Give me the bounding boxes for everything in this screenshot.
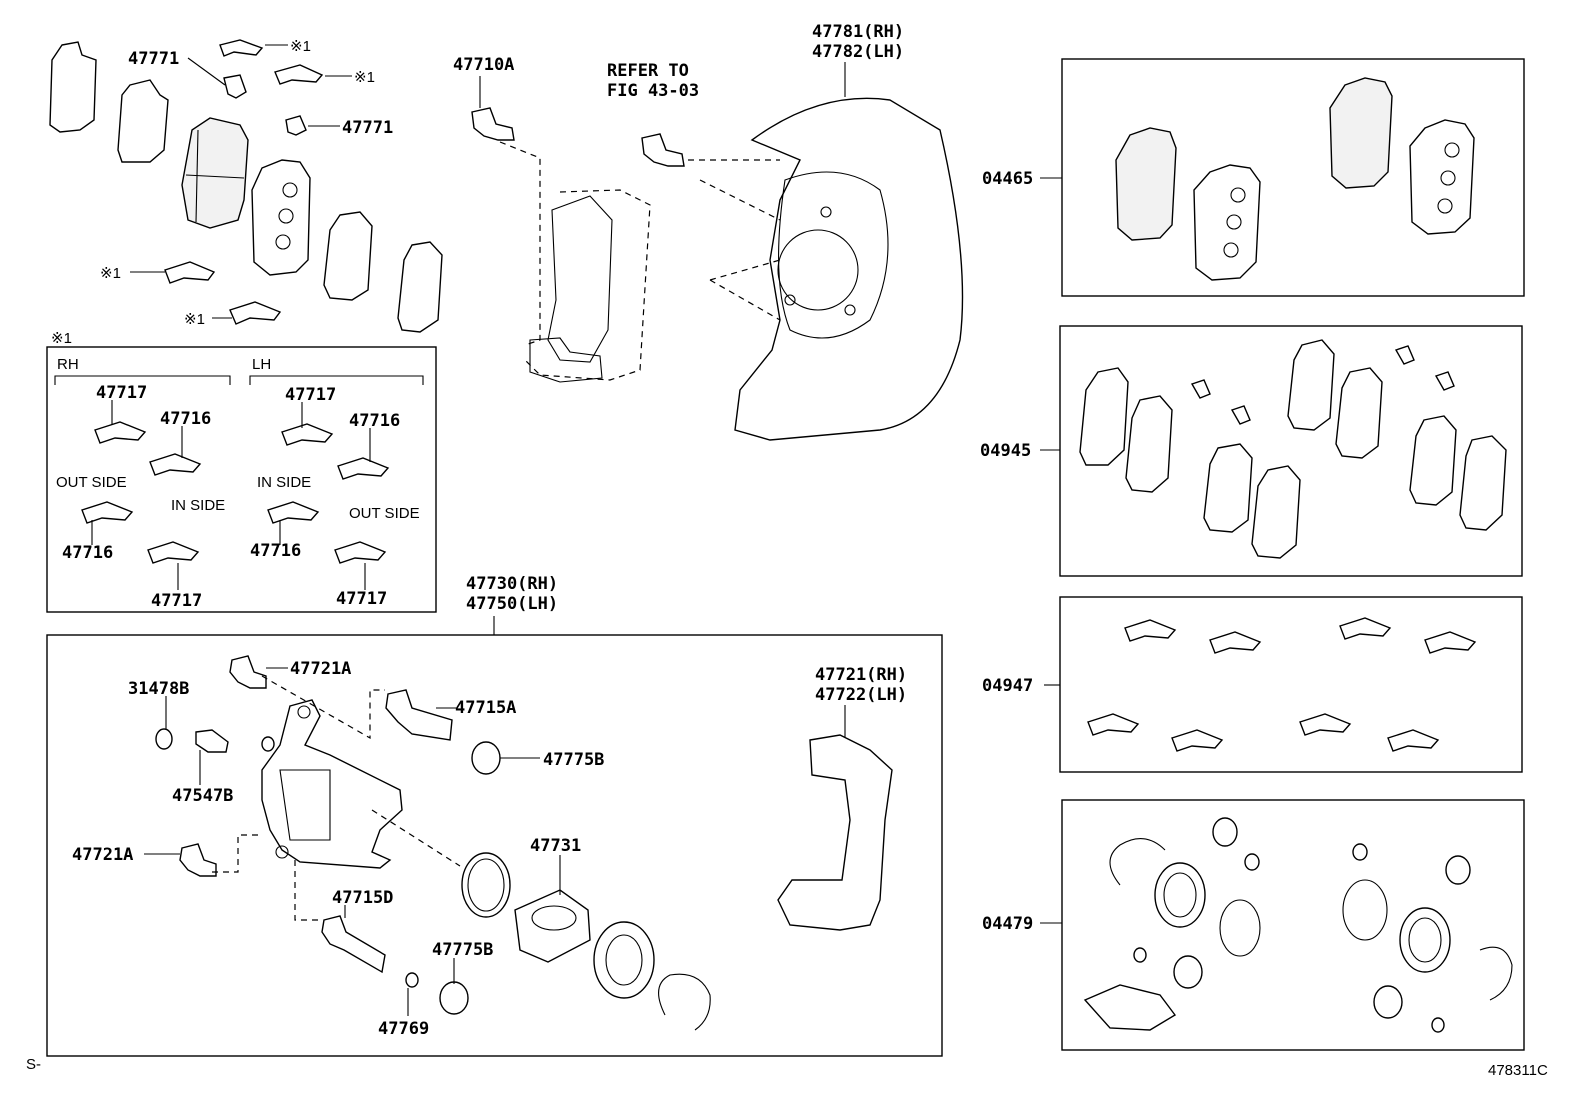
dust-cover: 47781(RH) 47782(LH) [688,22,964,441]
kit-box-04945: 04945 [980,325,1523,577]
inset-rh: RH [57,356,79,373]
label-04947: 04947 [982,676,1033,696]
label-47775b-b: 47775B [432,940,493,960]
label-47750-lh: 47750(LH) [466,594,558,614]
label-04945: 04945 [980,441,1031,461]
label-47715d: 47715D [332,888,393,908]
label-47771-top: 47771 [128,49,179,69]
inset-label-47716-d: 47716 [250,541,301,561]
inset-lh: LH [252,356,271,373]
label-47781-rh: 47781(RH) [812,22,904,42]
shim-inset-box: ※1 RH LH 47717 47716 47717 47716 OUT SID… [46,330,437,613]
note-mark-1d: ※1 [184,311,205,328]
label-47769: 47769 [378,1019,429,1039]
inset-label-47717-d: 47717 [336,589,387,609]
label-47547b: 47547B [172,786,233,806]
inset-label-47717-b: 47717 [285,385,336,405]
label-47721a-left: 47721A [72,845,133,865]
label-refer-line1: REFER TO [607,61,689,81]
figure-id: 478311C [1488,1062,1548,1079]
label-47710a: 47710A [453,55,514,75]
label-47715a: 47715A [455,698,516,718]
inset-label-47716-c: 47716 [62,543,113,563]
inset-mark: ※1 [51,330,72,347]
kit-box-04479: 04479 [982,799,1525,1051]
label-04479: 04479 [982,914,1033,934]
inset-label-47717-c: 47717 [151,591,202,611]
label-04465: 04465 [982,169,1033,189]
label-refer-line2: FIG 43-03 [607,81,699,101]
label-47731: 47731 [530,836,581,856]
note-mark-1a: ※1 [290,38,311,55]
inset-in-side-b: IN SIDE [257,474,311,491]
note-mark-1b: ※1 [354,69,375,86]
label-47721-rh: 47721(RH) [815,665,907,685]
label-47771-mid: 47771 [342,118,393,138]
label-47730-rh: 47730(RH) [466,574,558,594]
pad-assembly-exploded [49,39,443,333]
inset-label-47717-a: 47717 [96,383,147,403]
caliper-assembly-box: 47730(RH) 47750(LH) [46,574,943,1057]
kit-box-04465: 04465 [982,58,1525,297]
label-47722-lh: 47722(LH) [815,685,907,705]
inset-label-47716-a: 47716 [160,409,211,429]
caliper-mount-exploded: 47710A REFER TO FIG 43-03 [453,55,699,383]
inset-out-side-b: OUT SIDE [349,505,420,522]
leader-lines-topleft [130,44,352,319]
inset-out-side-a: OUT SIDE [56,474,127,491]
inset-label-47716-b: 47716 [349,411,400,431]
label-47775b-a: 47775B [543,750,604,770]
kit-box-04947: 04947 [982,596,1523,773]
label-47721a-top: 47721A [290,659,351,679]
inset-in-side-a: IN SIDE [171,497,225,514]
page-ref: S- [26,1056,41,1073]
note-mark-1c: ※1 [100,265,121,282]
label-31478b: 31478B [128,679,189,699]
label-47782-lh: 47782(LH) [812,42,904,62]
